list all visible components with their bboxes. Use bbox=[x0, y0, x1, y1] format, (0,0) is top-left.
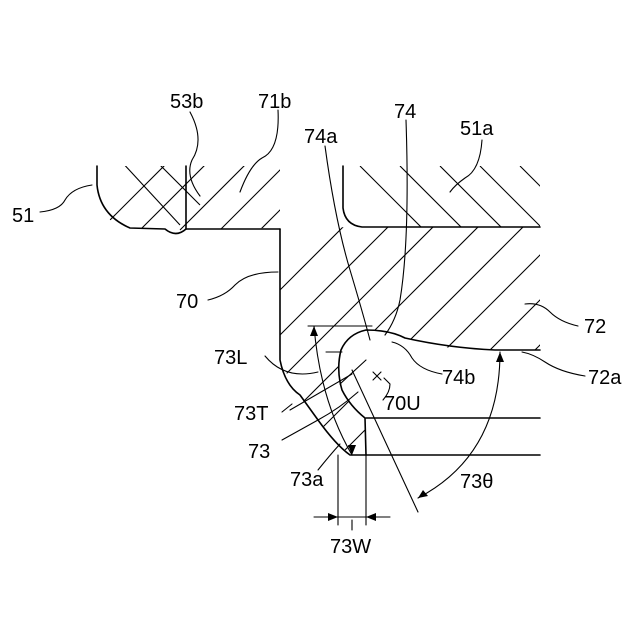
leader-51 bbox=[40, 185, 92, 212]
label-73: 73 bbox=[248, 441, 270, 463]
leader-73L bbox=[265, 356, 318, 374]
label-73T: 73T bbox=[234, 403, 268, 425]
label-74a: 74a bbox=[304, 126, 338, 148]
hatch-upper-left bbox=[100, 160, 330, 230]
label-73L: 73L bbox=[214, 347, 247, 369]
label-70: 70 bbox=[176, 291, 198, 313]
leader-53b bbox=[190, 112, 200, 196]
label-73a: 73a bbox=[290, 469, 324, 491]
angle-line-73theta bbox=[352, 370, 418, 512]
label-51: 51 bbox=[12, 205, 34, 227]
label-74: 74 bbox=[394, 101, 416, 123]
label-72: 72 bbox=[584, 316, 606, 338]
seal-lip-contour bbox=[339, 330, 540, 455]
arrow-angle-bottom bbox=[418, 490, 428, 498]
leader-71b bbox=[240, 110, 278, 192]
label-51a: 51a bbox=[460, 118, 494, 140]
leader-74a bbox=[325, 146, 370, 340]
leader-51a bbox=[450, 140, 482, 192]
leader-74b bbox=[392, 342, 442, 374]
label-74b: 74b bbox=[442, 367, 475, 389]
lip-tip-line bbox=[340, 360, 366, 384]
label-70U: 70U bbox=[384, 393, 421, 415]
label-72a: 72a bbox=[588, 367, 622, 389]
leader-73a bbox=[318, 444, 340, 470]
label-73theta: 73θ bbox=[460, 471, 493, 493]
arrow-dim-left bbox=[328, 513, 338, 521]
label-53b: 53b bbox=[170, 91, 203, 113]
label-71b: 71b bbox=[258, 91, 291, 113]
hatch-upper-right bbox=[360, 166, 585, 231]
housing-51-outline bbox=[97, 166, 280, 234]
leader-73T bbox=[282, 404, 292, 412]
center-mark-70U bbox=[373, 372, 381, 380]
arrow-dim-right bbox=[366, 513, 376, 521]
label-73W: 73W bbox=[330, 536, 371, 558]
leader-70 bbox=[208, 272, 278, 300]
seal-70-outer-edge bbox=[280, 229, 540, 455]
dim-73L-line bbox=[314, 326, 352, 455]
leader-72a bbox=[522, 352, 585, 376]
arrow-angle-top bbox=[496, 352, 504, 362]
